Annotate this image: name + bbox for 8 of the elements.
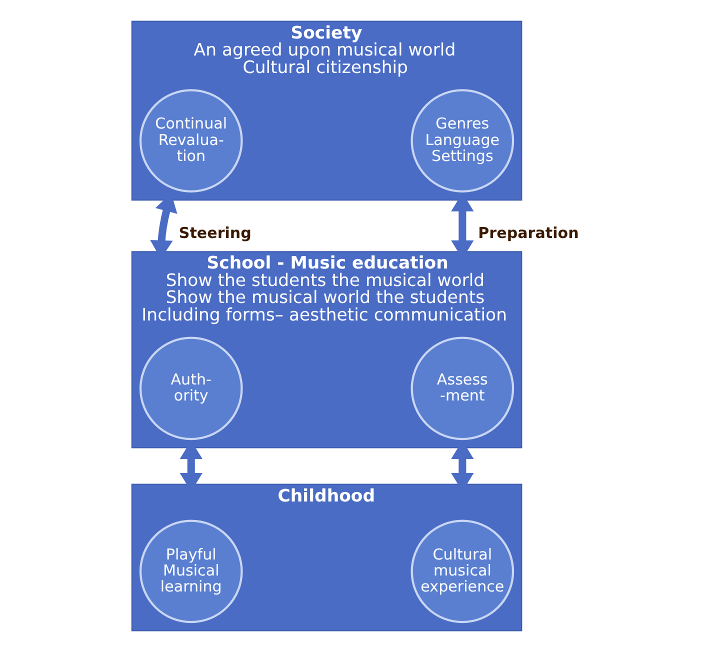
node-circle: Auth- ority <box>139 336 243 440</box>
node-circle: Assess -ment <box>410 336 514 440</box>
node-circle: Continual Revalua- tion <box>139 89 243 192</box>
node-circle: Genres Language Settings <box>410 89 514 192</box>
node-circle: Cultural musical experience <box>410 520 514 624</box>
edge-label: Steering <box>178 224 252 242</box>
node-circle: Playful Musical learning <box>139 520 243 624</box>
edge-label: Preparation <box>478 224 579 242</box>
